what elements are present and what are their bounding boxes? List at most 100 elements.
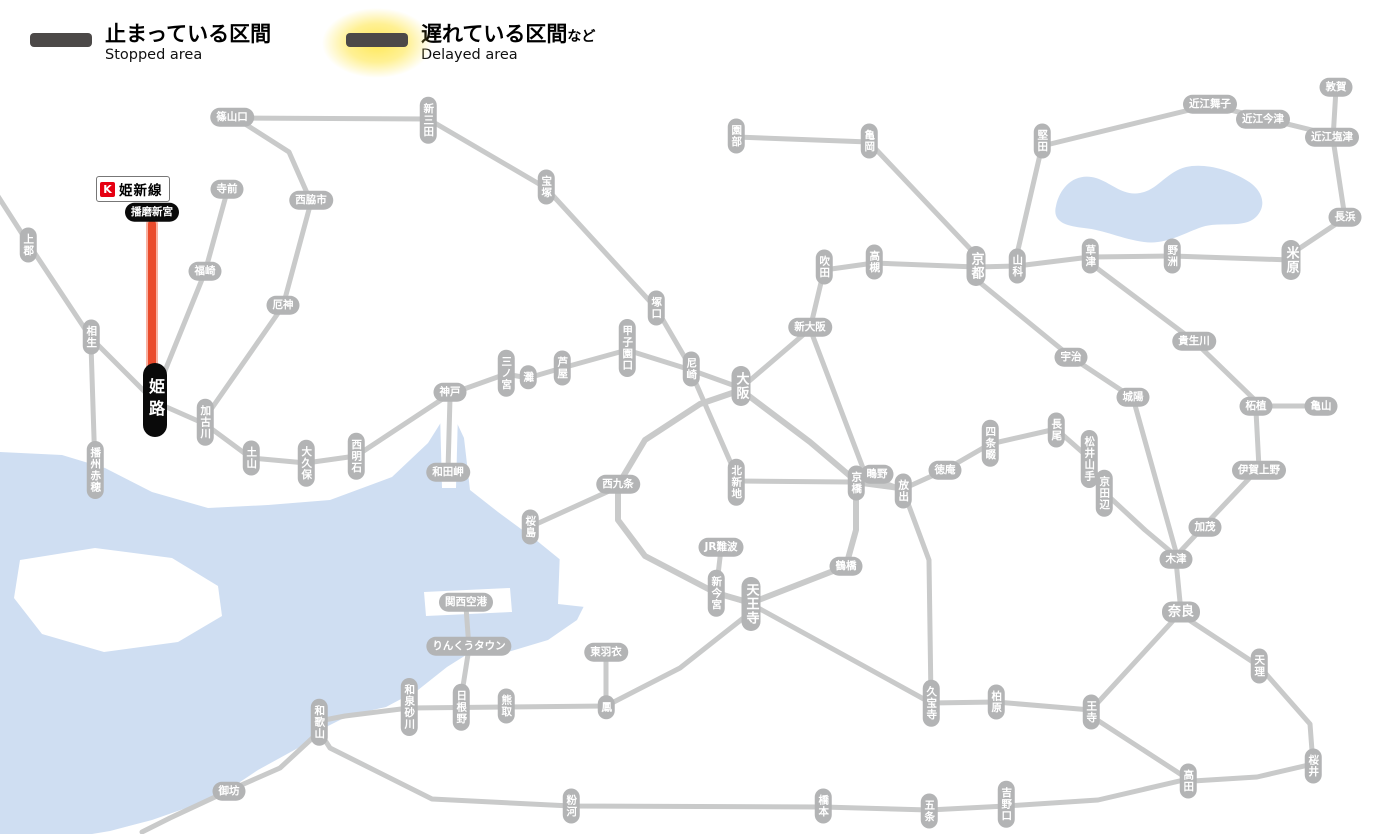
station-土山: 土山 [242, 440, 260, 476]
rail-line-yumesaki [529, 484, 621, 529]
rail-line-nara-line [975, 278, 1179, 555]
rail-line-kansai-west [1173, 408, 1262, 559]
station-姫路: 姫路 [143, 363, 167, 437]
station-桜島: 桜島 [521, 509, 539, 545]
station-京橋: 京橋 [847, 465, 865, 501]
station-神戸: 神戸 [433, 382, 467, 402]
station-王寺: 王寺 [1082, 694, 1100, 730]
station-伊賀上野: 伊賀上野 [1232, 460, 1286, 480]
station-鳳: 鳳 [597, 695, 615, 719]
station-鶴橋: 鶴橋 [829, 556, 863, 576]
line-badge-name: 姫新線 [119, 183, 163, 199]
station-西九条: 西九条 [596, 474, 640, 494]
station-山科: 山科 [1008, 248, 1026, 284]
station-亀山: 亀山 [1304, 396, 1338, 416]
station-堅田: 堅田 [1033, 123, 1051, 159]
station-天王寺: 天王寺 [741, 577, 761, 631]
station-木津: 木津 [1159, 549, 1193, 569]
station-長浜: 長浜 [1328, 207, 1362, 227]
station-塚口: 塚口 [647, 290, 665, 326]
station-加古川: 加古川 [196, 398, 214, 446]
station-柘植: 柘植 [1239, 396, 1273, 416]
station-灘: 灘 [519, 365, 537, 389]
station-柏原: 柏原 [987, 684, 1005, 720]
legend-delayed: 遅れている区間など Delayed area [322, 8, 595, 78]
station-寺前: 寺前 [210, 179, 244, 199]
stopped-line-swatch [30, 33, 92, 47]
station-尼崎: 尼崎 [682, 351, 700, 387]
station-草津: 草津 [1081, 238, 1099, 274]
stopped-swatch-wrap [30, 22, 92, 62]
delayed-line-swatch [346, 33, 408, 47]
station-相生: 相生 [82, 319, 100, 355]
station-敦賀: 敦賀 [1319, 77, 1353, 97]
legend-stopped: 止まっている区間 Stopped area [30, 22, 271, 65]
rail-line-hokuriku [1288, 86, 1348, 257]
station-久宝寺: 久宝寺 [922, 679, 940, 727]
rail-line-sanyo-west [0, 194, 158, 405]
station-長尾: 長尾 [1047, 412, 1065, 448]
rail-line-sakurai-line [1180, 613, 1316, 784]
station-徳庵: 徳庵 [928, 460, 962, 480]
station-四条畷: 四条畷 [981, 419, 999, 467]
station-JR難波: JR難波 [698, 537, 744, 557]
station-加茂: 加茂 [1188, 517, 1222, 537]
station-東羽衣: 東羽衣 [584, 642, 628, 662]
station-高槻: 高槻 [865, 244, 883, 280]
station-吉野口: 吉野口 [997, 780, 1015, 828]
station-近江塩津: 近江塩津 [1305, 127, 1359, 147]
station-三ノ宮: 三ノ宮 [497, 349, 515, 397]
station-上郡: 上郡 [19, 227, 37, 263]
station-近江舞子: 近江舞子 [1183, 94, 1237, 114]
station-播磨新宮: 播磨新宮 [125, 202, 179, 222]
station-新三田: 新三田 [419, 96, 437, 144]
line-symbol-k-icon: K [100, 181, 115, 197]
station-宝塚: 宝塚 [537, 169, 555, 205]
station-篠山口: 篠山口 [210, 107, 254, 127]
station-芦屋: 芦屋 [553, 350, 571, 386]
legend-stopped-text: 止まっている区間 Stopped area [105, 22, 271, 65]
sakai-port-land [558, 550, 634, 612]
station-りんくうタウン: りんくうタウン [426, 636, 512, 656]
station-和田岬: 和田岬 [426, 462, 470, 482]
station-大阪: 大阪 [731, 366, 751, 406]
station-甲子園口: 甲子園口 [618, 319, 636, 377]
station-関西空港: 関西空港 [439, 592, 493, 612]
station-北新地: 北新地 [727, 458, 745, 506]
station-和泉砂川: 和泉砂川 [400, 678, 418, 736]
rail-line-wakayama-line [316, 713, 1191, 813]
station-天理: 天理 [1250, 648, 1268, 684]
legend-stopped-ja: 止まっている区間 [105, 22, 272, 46]
station-御坊: 御坊 [212, 781, 246, 801]
station-西脇市: 西脇市 [289, 190, 333, 210]
awaji-island [14, 548, 222, 652]
station-新大阪: 新大阪 [788, 317, 832, 337]
station-城陽: 城陽 [1116, 387, 1150, 407]
station-園部: 園部 [727, 118, 745, 154]
legend-delayed-en: Delayed area [421, 47, 518, 64]
station-吹田: 吹田 [815, 249, 833, 285]
legend-delayed-suffix: など [567, 29, 596, 45]
kishin-line-badge[interactable]: K 姫新線 [96, 176, 170, 202]
sea-osaka-bay [0, 408, 590, 834]
station-貴生川: 貴生川 [1172, 331, 1216, 351]
station-高田: 高田 [1179, 763, 1197, 799]
delayed-swatch-wrap [322, 8, 432, 78]
station-福崎: 福崎 [188, 261, 222, 281]
station-野洲: 野洲 [1163, 238, 1181, 274]
station-米原: 米原 [1281, 240, 1301, 280]
station-橋本: 橋本 [814, 788, 832, 824]
station-鴫野: 鴫野 [860, 464, 894, 484]
station-粉河: 粉河 [562, 788, 580, 824]
rail-line-kobe-himeji [152, 391, 453, 466]
station-和歌山: 和歌山 [310, 698, 328, 746]
legend-delayed-ja: 遅れている区間など [421, 22, 596, 46]
legend-delayed-text: 遅れている区間など Delayed area [421, 22, 595, 65]
station-放出: 放出 [894, 473, 912, 509]
station-奈良: 奈良 [1161, 601, 1201, 623]
station-西明石: 西明石 [347, 432, 365, 480]
station-京都: 京都 [966, 246, 986, 286]
station-熊取: 熊取 [497, 688, 515, 724]
